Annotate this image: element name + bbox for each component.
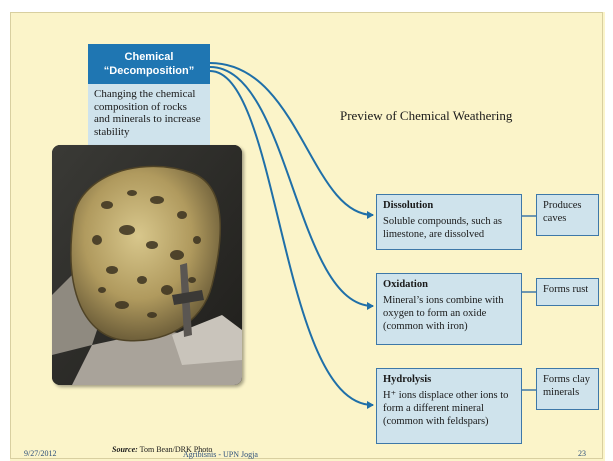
process-description: Mineral’s ions combine with oxygen to fo… bbox=[383, 295, 503, 332]
photo-credit-label: Source: bbox=[112, 445, 138, 454]
process-description: H⁺ ions displace other ions to form a di… bbox=[383, 390, 508, 427]
chemical-decomposition-title: Chemical “Decomposition” bbox=[88, 44, 210, 84]
process-dissolution: Dissolution Soluble compounds, such as l… bbox=[376, 194, 522, 250]
process-description: Soluble compounds, such as limestone, ar… bbox=[383, 216, 502, 240]
rock-illustration bbox=[52, 145, 242, 385]
result-hydrolysis: Forms clay minerals bbox=[536, 368, 599, 410]
title-line-1: Chemical bbox=[88, 50, 210, 64]
footer-date: 9/27/2012 bbox=[24, 449, 56, 458]
chemical-decomposition-description: Changing the chemical composition of roc… bbox=[88, 84, 210, 146]
process-name: Hydrolysis bbox=[383, 373, 515, 386]
footer-center-text: Agribisnis - UPN Jogja bbox=[183, 450, 258, 459]
footer-page-number: 23 bbox=[578, 449, 586, 458]
process-name: Oxidation bbox=[383, 278, 515, 291]
process-hydrolysis: Hydrolysis H⁺ ions displace other ions t… bbox=[376, 368, 522, 444]
process-name: Dissolution bbox=[383, 199, 515, 212]
title-line-2: “Decomposition” bbox=[88, 64, 210, 78]
rock-photo bbox=[52, 145, 242, 385]
result-oxidation: Forms rust bbox=[536, 278, 599, 306]
process-oxidation: Oxidation Mineral’s ions combine with ox… bbox=[376, 273, 522, 345]
result-dissolution: Produces caves bbox=[536, 194, 599, 236]
preview-title: Preview of Chemical Weathering bbox=[340, 108, 512, 124]
